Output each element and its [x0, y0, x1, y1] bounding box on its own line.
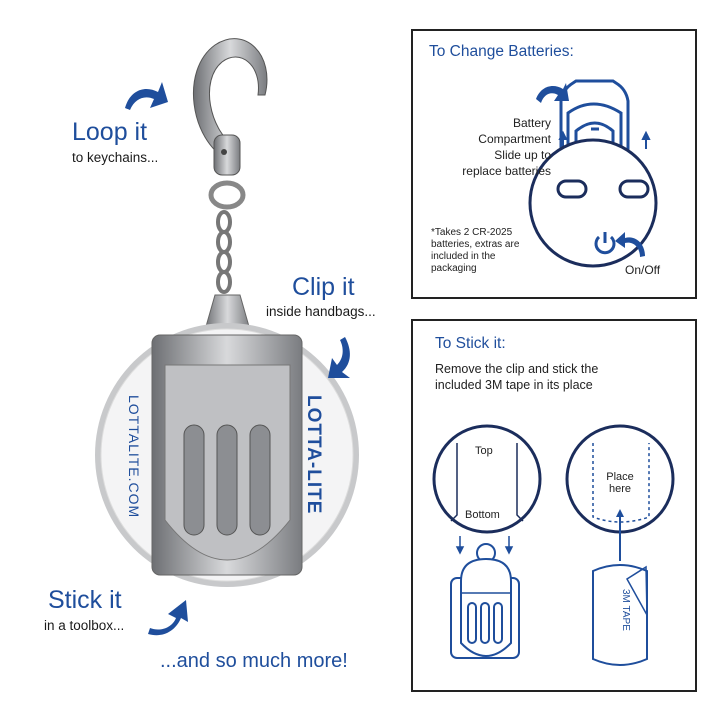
stick-title: Stick it	[48, 586, 122, 614]
loop-title: Loop it	[72, 118, 148, 146]
stick-instructions: Remove the clip and stick the included 3…	[435, 362, 599, 392]
loop-subtitle: to keychains...	[72, 150, 159, 165]
power-label: On/Off	[625, 263, 661, 277]
tape-label: 3M TAPE	[620, 589, 631, 631]
compartment-label: Battery Compartment Slide up to replace …	[462, 116, 551, 178]
battery-diagram	[528, 79, 658, 268]
stick-title: To Stick it:	[435, 335, 506, 352]
batteries-title: To Change Batteries:	[429, 43, 574, 60]
website-vertical-text: LOTTALITE.COM	[126, 395, 142, 519]
place-here-label: Place here	[606, 471, 634, 495]
more-tagline: ...and so much more!	[160, 650, 348, 672]
power-icon	[594, 232, 616, 255]
keychain-product-illustration	[95, 38, 359, 636]
stick-panel: To Stick it: Remove the clip and stick t…	[411, 319, 697, 692]
stick-subtitle: in a toolbox...	[44, 618, 125, 633]
clip-arrow-icon	[328, 337, 350, 378]
tape-label-wrap: 3M TAPE	[617, 589, 631, 659]
loop-arrow-icon	[125, 82, 168, 110]
stick-diagram	[432, 424, 675, 666]
stick-arrow-icon	[148, 600, 188, 636]
clip-title: Clip it	[292, 273, 355, 301]
clip-subtitle: inside handbags...	[266, 304, 376, 319]
batteries-panel: To Change Batteries: Battery Compartment…	[411, 29, 697, 299]
bottom-label: Bottom	[465, 509, 500, 521]
brand-vertical-text: LOTTA-LITE	[303, 395, 324, 515]
battery-note: *Takes 2 CR-2025 batteries, extras are i…	[431, 227, 520, 274]
top-label: Top	[475, 445, 493, 457]
